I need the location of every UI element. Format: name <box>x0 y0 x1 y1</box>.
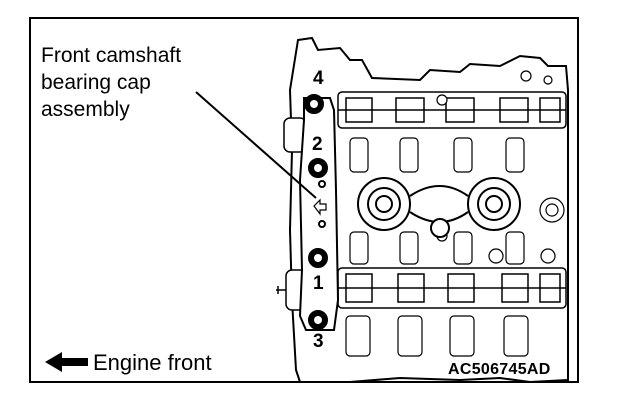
callout-line-1: Front camshaft <box>41 44 182 67</box>
arrow-left-icon <box>45 352 88 372</box>
bolt-number-3: 3 <box>313 331 324 352</box>
bolt-number-2: 2 <box>312 134 323 155</box>
intake-camshaft <box>337 91 567 129</box>
bolt-2-head <box>308 158 328 178</box>
callout-line-2: bearing cap <box>41 71 151 94</box>
callout-leader-line <box>195 91 317 199</box>
front-bearing-cap <box>298 97 340 331</box>
bolt-number-4: 4 <box>313 68 324 89</box>
exhaust-camshaft <box>337 267 567 309</box>
valve-train-details <box>345 70 565 357</box>
bolt-1-head <box>308 248 328 268</box>
bearing-cap-arrow-mark <box>313 198 327 216</box>
engine-front-label: Engine front <box>93 350 212 375</box>
callout-label: Front camshaft bearing cap assembly <box>41 42 181 123</box>
callout-line-3: assembly <box>41 98 130 121</box>
cap-bolts <box>304 94 328 330</box>
bolt-3-head <box>308 310 328 330</box>
spark-plug-wells <box>357 177 521 238</box>
figure-code: AC506745AD <box>448 361 551 378</box>
bolt-4-head <box>304 94 324 114</box>
bolt-number-1: 1 <box>313 273 324 294</box>
